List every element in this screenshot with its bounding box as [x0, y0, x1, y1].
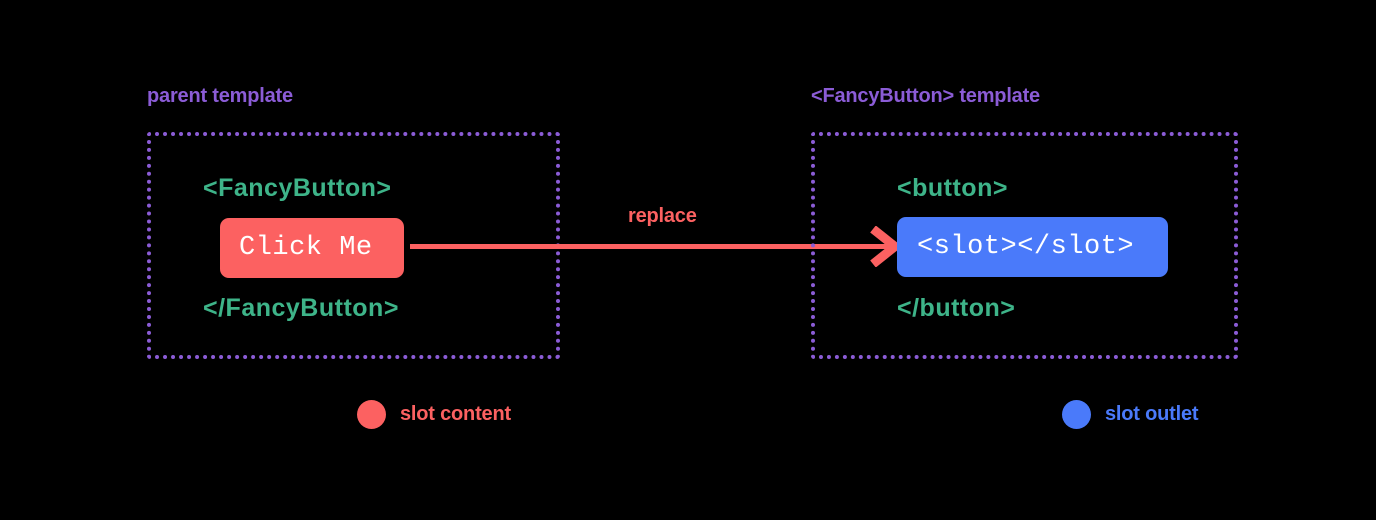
- legend-item-slot-content: slot content: [357, 400, 511, 429]
- slot-content-chip: Click Me: [220, 218, 404, 278]
- legend-dot-icon-slot-content: [357, 400, 386, 429]
- parent-close-tag: </FancyButton>: [203, 294, 399, 322]
- legend-label-slot-outlet: slot outlet: [1105, 403, 1199, 425]
- legend-item-slot-outlet: slot outlet: [1062, 400, 1199, 429]
- button-close-tag: </button>: [897, 294, 1016, 322]
- replace-arrow-head-icon: [866, 225, 903, 268]
- fancybutton-template-caption: <FancyButton> template: [811, 85, 1040, 107]
- replace-arrow-line: [410, 244, 896, 249]
- fancybutton-template-box: [811, 132, 1238, 359]
- parent-open-tag: <FancyButton>: [203, 174, 392, 202]
- button-open-tag: <button>: [897, 174, 1008, 202]
- legend-label-slot-content: slot content: [400, 403, 511, 425]
- replace-label: replace: [628, 205, 697, 227]
- parent-template-caption: parent template: [147, 85, 293, 107]
- legend-dot-icon-slot-outlet: [1062, 400, 1091, 429]
- slot-outlet-chip: <slot></slot>: [897, 217, 1168, 277]
